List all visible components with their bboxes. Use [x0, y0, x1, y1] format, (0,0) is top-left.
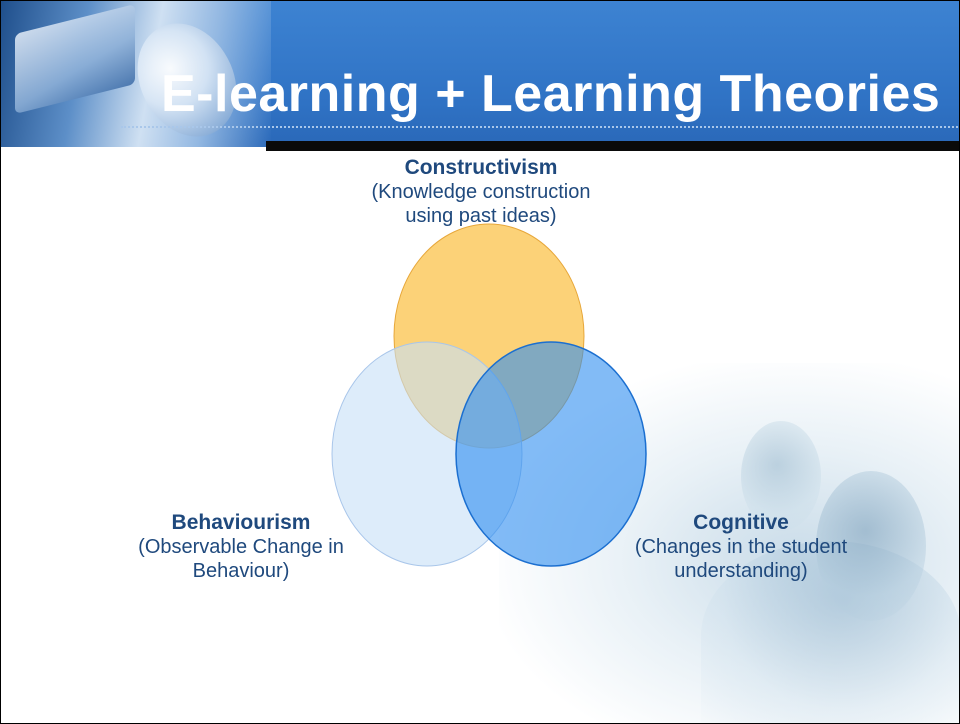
label-behaviourism: Behaviourism (Observable Change in Behav…: [91, 511, 391, 583]
behaviourism-description-line1: (Observable Change in: [138, 536, 344, 558]
label-cognitive: Cognitive (Changes in the student unders…: [591, 511, 891, 583]
constructivism-heading: Constructivism: [404, 156, 558, 179]
header-photo: [1, 1, 271, 154]
header-banner: E-learning + Learning Theories: [1, 1, 959, 154]
behaviourism-heading: Behaviourism: [171, 511, 311, 534]
background-person-left: [741, 421, 821, 531]
constructivism-description-line1: (Knowledge construction: [371, 181, 591, 203]
behaviourism-description-line2: Behaviour): [192, 560, 290, 582]
cognitive-description-line2: understanding): [674, 560, 808, 582]
cognitive-description-line1: (Changes in the student: [634, 536, 848, 558]
label-constructivism: Constructivism (Knowledge construction u…: [331, 156, 631, 228]
header-black-bar: [266, 141, 959, 151]
venn-circle-cognitive: [455, 341, 647, 567]
title-dotted-rule: [121, 126, 959, 128]
cognitive-heading: Cognitive: [693, 511, 789, 534]
slide-title: E-learning + Learning Theories: [161, 65, 941, 123]
constructivism-description-line2: using past ideas): [405, 205, 557, 227]
background-person-right: [816, 471, 926, 621]
